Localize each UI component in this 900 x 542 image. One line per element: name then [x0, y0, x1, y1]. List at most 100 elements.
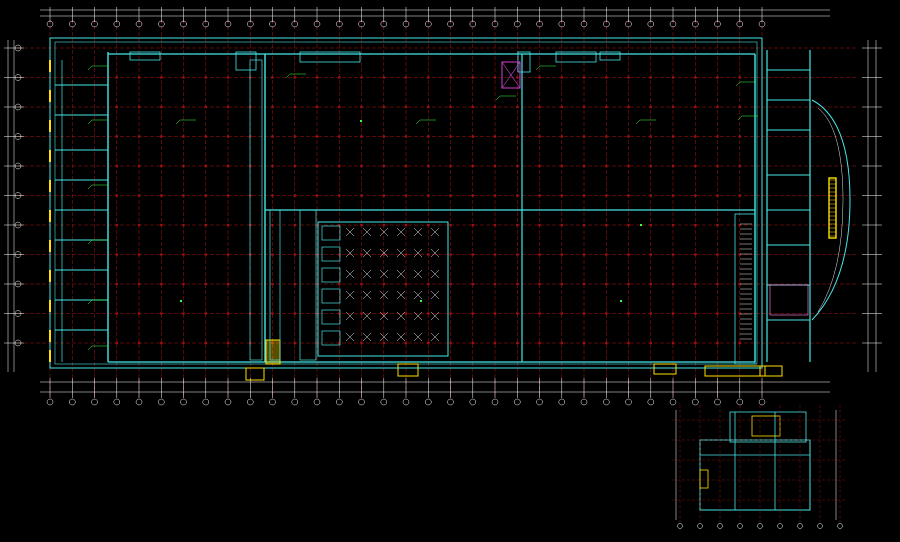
column-marker: [382, 282, 385, 286]
column-marker: [160, 194, 163, 197]
parking-arrow: [345, 290, 355, 300]
annotation-leader: [285, 73, 291, 79]
column-marker: [160, 282, 163, 286]
column-marker: [738, 341, 741, 345]
column-marker: [449, 135, 452, 138]
axis-bubble-bottom: [714, 398, 721, 406]
service-corridor: [734, 213, 756, 365]
column-marker: [360, 341, 363, 345]
column-marker: [560, 194, 563, 197]
column-marker: [226, 76, 230, 79]
column-marker: [605, 194, 608, 197]
column-marker: [182, 164, 185, 168]
column-marker: [716, 312, 719, 315]
column-marker: [360, 164, 363, 168]
column-marker: [538, 105, 541, 109]
column-marker: [627, 253, 630, 256]
column-marker: [360, 76, 363, 79]
column-marker: [493, 194, 497, 197]
axis-grid: [18, 20, 856, 398]
parking-room: [321, 309, 341, 325]
column-marker: [694, 194, 697, 197]
column-marker: [315, 76, 319, 79]
column-marker: [382, 194, 385, 197]
parking-arrow: [396, 269, 406, 279]
column-marker: [449, 105, 452, 109]
column-marker: [493, 341, 497, 345]
door-entry: [653, 363, 677, 375]
parking-arrow: [362, 332, 372, 342]
annotation-leader: [175, 119, 181, 125]
column-marker: [449, 223, 452, 227]
parking-arrow: [430, 227, 440, 237]
column-marker: [694, 341, 697, 345]
column-marker: [627, 282, 630, 286]
parking-arrow: [430, 248, 440, 258]
axis-bubble-bottom: [180, 398, 187, 406]
column-marker: [271, 253, 274, 256]
axis-bubble-top: [625, 20, 632, 28]
column-marker: [382, 223, 385, 227]
column-marker: [538, 341, 541, 345]
column-marker: [204, 282, 207, 286]
axis-bubble-bottom: [469, 398, 477, 406]
column-marker: [204, 341, 207, 345]
column-marker: [182, 341, 185, 345]
column-marker: [649, 164, 652, 168]
column-marker: [560, 105, 563, 109]
column-marker: [605, 105, 608, 109]
column-marker: [738, 312, 741, 315]
column-marker: [137, 223, 141, 227]
column-marker: [382, 341, 385, 345]
column-marker: [315, 164, 319, 168]
column-marker: [671, 253, 675, 256]
column-marker: [671, 135, 675, 138]
annotation-leader: [87, 345, 93, 351]
column-marker: [582, 105, 586, 109]
top-bay: [599, 51, 621, 61]
axis-bubble-top: [202, 20, 210, 28]
column-marker: [115, 164, 118, 168]
axis-bubble-left: [14, 280, 22, 288]
column-marker: [471, 164, 474, 168]
parking-arrow: [345, 311, 355, 321]
top-bay: [129, 51, 161, 61]
parking-arrow: [396, 227, 406, 237]
column-marker: [716, 341, 719, 345]
column-marker: [516, 76, 519, 79]
axis-bubble-top: [558, 20, 566, 28]
column-marker: [382, 253, 385, 256]
column-marker: [538, 223, 541, 227]
annex-axis-bubble: [677, 523, 683, 529]
column-marker: [338, 253, 341, 256]
column-marker: [605, 135, 608, 138]
column-marker: [493, 105, 497, 109]
axis-bubble-top: [469, 20, 477, 28]
column-marker: [538, 282, 541, 286]
column-marker: [582, 194, 586, 197]
column-marker: [204, 194, 207, 197]
annex-axis-bubble: [777, 523, 783, 529]
parking-arrow: [379, 311, 389, 321]
column-marker: [449, 341, 452, 345]
lobby-arc: [811, 99, 851, 321]
column-marker: [338, 164, 341, 168]
column-marker: [605, 253, 608, 256]
column-marker: [582, 253, 586, 256]
axis-bubble-top: [736, 20, 744, 28]
axis-bubble-bottom: [625, 398, 632, 406]
axis-bubble-bottom: [135, 398, 143, 406]
column-marker: [271, 76, 274, 79]
column-marker: [315, 282, 319, 286]
annotation-leader: [415, 119, 421, 125]
column-marker: [560, 312, 563, 315]
axis-bubble-left: [14, 103, 22, 111]
column-marker: [382, 164, 385, 168]
column-marker: [137, 105, 141, 109]
column-marker: [538, 135, 541, 138]
parking-arrow: [396, 248, 406, 258]
room-tag: [620, 300, 622, 302]
column-marker: [582, 76, 586, 79]
axis-bubble-bottom: [69, 398, 76, 406]
